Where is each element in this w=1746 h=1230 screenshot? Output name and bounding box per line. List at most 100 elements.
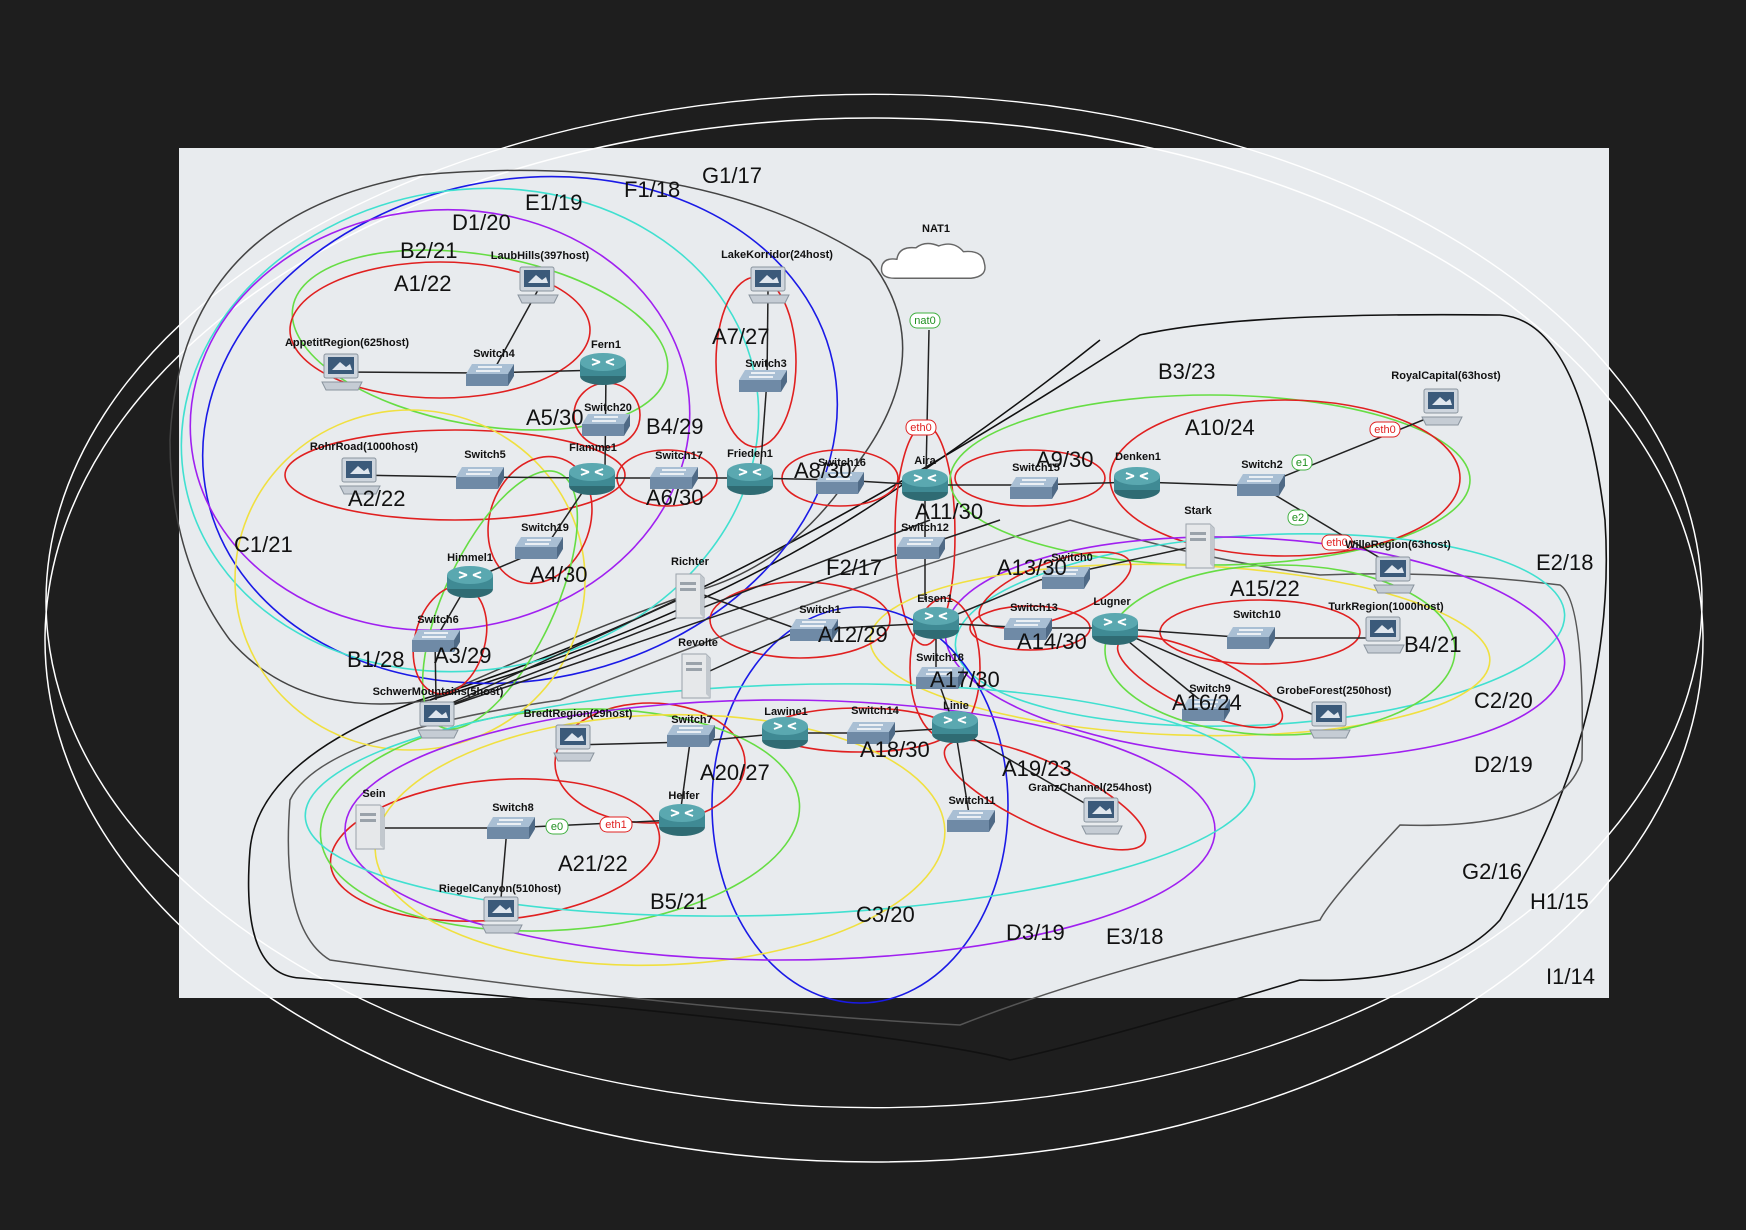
subnet-label-a14: A14/30 — [1017, 629, 1087, 654]
subnet-label-d1: D1/20 — [452, 210, 511, 235]
label-switch19: Switch19 — [521, 522, 569, 534]
subnet-label-b2: B2/21 — [400, 238, 458, 263]
host-icon[interactable] — [1081, 797, 1123, 835]
host-icon[interactable] — [1309, 701, 1351, 739]
host-icon[interactable] — [1421, 388, 1463, 426]
router-icon[interactable] — [1113, 466, 1161, 500]
label-royalcapital: RoyalCapital(63host) — [1391, 370, 1501, 382]
router-icon[interactable] — [446, 565, 494, 599]
switch-icon[interactable] — [1009, 476, 1059, 500]
ring-b2 — [291, 249, 669, 431]
router-icon[interactable] — [901, 468, 949, 502]
ring-a20 — [554, 702, 746, 824]
iface-eth0-royal: eth0 — [1369, 421, 1401, 438]
router-icon[interactable] — [579, 352, 627, 386]
label-switch5: Switch5 — [464, 449, 506, 461]
svg-text:eth0: eth0 — [910, 422, 931, 434]
boundary-g2 — [247, 313, 1608, 1061]
label-aira: Aira — [914, 455, 936, 467]
label-switch13: Switch13 — [1010, 602, 1058, 614]
subnet-label-a19: A19/23 — [1002, 756, 1072, 781]
label-switch0: Switch0 — [1051, 552, 1093, 564]
subnet-rings — [180, 175, 1566, 1004]
label-bredtregion: BredtRegion(29host) — [524, 708, 633, 720]
subnet-label-a15: A15/22 — [1230, 576, 1300, 601]
subnet-label-a18: A18/30 — [860, 737, 930, 762]
host-icon[interactable] — [553, 724, 595, 762]
ring-c3 — [374, 713, 946, 967]
router-icon[interactable] — [568, 462, 616, 496]
subnet-label-b5: B5/21 — [650, 889, 708, 914]
host-icon[interactable] — [481, 896, 523, 934]
router-icon[interactable] — [931, 710, 979, 744]
switch-icon[interactable] — [1226, 626, 1276, 650]
router-icon[interactable] — [658, 803, 706, 837]
ring-a19 — [943, 739, 1147, 851]
label-revolte: Revolte — [678, 637, 718, 649]
subnet-label-i1: I1/14 — [1546, 964, 1595, 989]
ring-a13 — [978, 551, 1132, 629]
label-rohrroad: RohrRoad(1000host) — [310, 441, 419, 453]
subnet-label-a1: A1/22 — [394, 271, 452, 296]
subnet-label-c3: C3/20 — [856, 902, 915, 927]
label-denken1: Denken1 — [1115, 451, 1161, 463]
label-switch17: Switch17 — [655, 450, 703, 462]
label-richter: Richter — [671, 556, 710, 568]
switch-icon[interactable] — [896, 536, 946, 560]
svg-text:eth0: eth0 — [1326, 537, 1347, 549]
subnet-label-a9: A9/30 — [1036, 447, 1094, 472]
label-switch16: Switch16 — [818, 457, 866, 469]
ring-b4b — [1104, 564, 1456, 736]
server-icon[interactable] — [1185, 523, 1215, 569]
switch-icon[interactable] — [738, 369, 788, 393]
boundary-f2-line — [429, 339, 1101, 701]
router-icon[interactable] — [761, 716, 809, 750]
switch-icon[interactable] — [581, 413, 631, 437]
switch-icon[interactable] — [465, 363, 515, 387]
label-sein: Sein — [362, 788, 386, 800]
ring-d1 — [189, 208, 691, 632]
host-icon[interactable] — [1373, 556, 1415, 594]
switch-icon[interactable] — [946, 809, 996, 833]
ring-a10 — [1109, 399, 1461, 557]
router-icon[interactable] — [912, 606, 960, 640]
subnet-label-a2: A2/22 — [348, 486, 406, 511]
label-lugner: Lugner — [1093, 596, 1131, 608]
subnet-label-a20: A20/27 — [700, 760, 770, 785]
switch-icon[interactable] — [1236, 473, 1286, 497]
host-icon[interactable] — [321, 353, 363, 391]
label-nat1: NAT1 — [922, 223, 950, 235]
subnet-label-a5: A5/30 — [526, 405, 584, 430]
host-icon[interactable] — [1363, 616, 1405, 654]
label-switch14: Switch14 — [851, 705, 900, 717]
host-icon[interactable] — [417, 701, 459, 739]
svg-text:e1: e1 — [1296, 457, 1308, 469]
boundary-i1 — [44, 117, 1704, 1163]
subnet-label-f1: F1/18 — [624, 177, 680, 202]
switch-icon[interactable] — [455, 466, 505, 490]
boundary-h1 — [45, 93, 1703, 1109]
switch-icon[interactable] — [666, 724, 716, 748]
server-icon[interactable] — [355, 804, 385, 850]
label-switch10: Switch10 — [1233, 609, 1281, 621]
server-icon[interactable] — [675, 573, 705, 619]
subnet-label-a21: A21/22 — [558, 851, 628, 876]
switch-icon[interactable] — [486, 816, 536, 840]
label-granzchannel: GranzChannel(254host) — [1028, 782, 1152, 794]
router-icon[interactable] — [726, 462, 774, 496]
host-icon[interactable] — [517, 266, 559, 304]
switch-icon[interactable] — [514, 536, 564, 560]
label-laubhills: LaubHills(397host) — [491, 250, 590, 262]
ring-b5 — [319, 708, 801, 932]
subnet-label-a6: A6/30 — [646, 485, 704, 510]
label-lawine1: Lawine1 — [764, 706, 807, 718]
router-icon[interactable] — [1091, 612, 1139, 646]
subnet-label-c2: C2/20 — [1474, 688, 1533, 713]
label-himmel1: Himmel1 — [447, 552, 493, 564]
server-icon[interactable] — [681, 653, 711, 699]
ring-a2 — [284, 429, 626, 521]
label-lakekorridor: LakeKorridor(24host) — [721, 249, 833, 261]
ring-a1 — [289, 261, 591, 399]
host-icon[interactable] — [748, 266, 790, 304]
